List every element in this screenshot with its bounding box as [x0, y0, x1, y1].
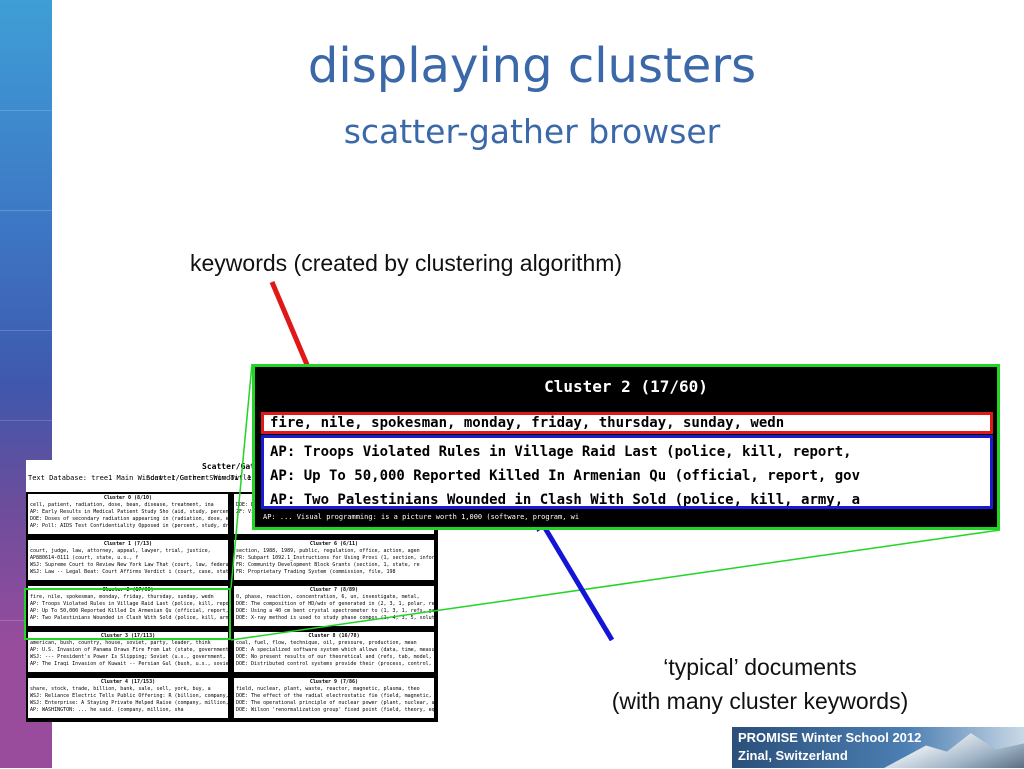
thumbnail-cluster-line: coal, fuel, flow, technique, oil, pressu…	[236, 640, 417, 646]
thumbnail-highlight-box	[24, 588, 231, 640]
thumbnail-cluster-head: Cluster 6 (6/11)	[309, 541, 359, 547]
footer-line1: PROMISE Winter School 2012	[738, 730, 922, 745]
thumbnail-cluster-line: DOE: The effect of the radial electrosta…	[236, 693, 434, 699]
thumbnail-cluster-line: WSJ: Enterprise: A Staying Private Helpe…	[30, 700, 228, 706]
slide-subtitle: scatter-gather browser	[343, 112, 721, 151]
thumbnail-cluster-cell: Cluster 2 (17/60)fire, nile, spokesman, …	[28, 586, 228, 626]
thumbnail-cluster-line: AP: Troops Violated Rules in Village Rai…	[30, 601, 228, 607]
thumbnail-cluster-line: AP880614-0111 (court, state, u.s., f	[30, 555, 139, 561]
thumbnail-cluster-line: DOE: The composition of HD/wds of genera…	[236, 601, 434, 607]
thumbnail-cluster-line: AP: Poll: AIDS Test Confidentiality Oppo…	[30, 523, 228, 529]
thumbnail-cluster-line: DOE: X-ray method is used to study phase…	[236, 615, 434, 621]
thumbnail-cluster-line: AP: Early Results in Medical Patient Stu…	[30, 509, 228, 515]
thumbnail-cluster-line: share, stock, trade, billion, bank, sale…	[30, 686, 211, 692]
thumbnail-cluster-line: AP: The Iraqi Invasion of Kuwait -- Pers…	[30, 661, 228, 667]
sidebar-segment	[0, 210, 52, 331]
thumbnail-cluster-cell: Cluster 7 (8/89)0, phase, reaction, conc…	[234, 586, 434, 626]
thumbnail-cluster-line: 0, phase, reaction, concentration, 6, un…	[236, 594, 420, 600]
thumbnail-cluster-head: Cluster 2 (17/60)	[102, 587, 154, 593]
thumbnail-cluster-cell: Cluster 4 (17/153)share, stock, trade, b…	[28, 678, 228, 718]
thumbnail-cluster-line: AP: Up To 50,000 Reported Killed In Arme…	[30, 608, 228, 614]
keywords-caption: keywords (created by clustering algorith…	[190, 250, 623, 276]
thumbnail-cluster-line: AP: U.S. Invasion of Panama Draws Fire F…	[30, 647, 228, 653]
thumbnail-tabs-text: Scatter/Gather Show Titles Start New	[146, 474, 298, 482]
thumbnail-cluster-cell: Cluster 1 (7/13)court, judge, law, attor…	[28, 540, 228, 580]
documents-caption: ‘typical’ documents (with many cluster k…	[560, 650, 960, 718]
thumbnail-cluster-line: WSJ: --- President's Power Is Slipping; …	[30, 654, 228, 660]
thumbnail-cluster-line: DOE: The operational principle of nuclea…	[236, 700, 434, 706]
footer-badge: PROMISE Winter School 2012 Zinal, Switze…	[732, 727, 1024, 768]
thumbnail-cluster-line: AP: WASHINGTON: ... he said. (company, m…	[30, 707, 184, 713]
thumbnail-cluster-line: AP: Two Palestinians Wounded in Clash Wi…	[30, 615, 228, 621]
documents-caption-line2: (with many cluster keywords)	[611, 688, 909, 714]
sidebar-segment	[0, 110, 52, 211]
cluster-keywords: fire, nile, spokesman, monday, friday, t…	[261, 412, 993, 434]
thumbnail-cluster-line: FR: Proprietary Trading System (commissi…	[236, 569, 396, 575]
thumbnail-cluster-line: fire, nile, spokesman, monday, friday, t…	[30, 594, 214, 600]
thumbnail-cluster-line: DOE: A specialized software system which…	[236, 647, 434, 653]
thumbnail-cluster-line: american, bush, country, house, soviet, …	[30, 640, 211, 646]
thumbnail-menu-text: Text Database: tree1 Main Window: 1 Curr…	[28, 474, 252, 482]
thumbnail-cluster-line: DOE: Wilson 'renormalization group' fixe…	[236, 707, 434, 713]
thumbnail-cluster-head: Cluster 1 (7/13)	[103, 541, 153, 547]
zoomed-cluster-panel: Cluster 2 (17/60) fire, nile, spokesman,…	[252, 364, 1000, 530]
footer-line2: Zinal, Switzerland	[738, 748, 848, 763]
typical-documents: AP: Troops Violated Rules in Village Rai…	[261, 435, 993, 509]
zoom-overflow-text: AP: ... Visual programming: is a picture…	[263, 513, 580, 521]
thumbnail-cluster-line: FR: Subpart 1092.1_Instructions for Usin…	[236, 555, 434, 561]
thumbnail-cluster-cell: Cluster 8 (16/78)coal, fuel, flow, techn…	[234, 632, 434, 672]
thumbnail-cluster-line: DOE: Distributed control systems provide…	[236, 661, 434, 667]
thumbnail-cluster-cell: Cluster 9 (7/86)field, nuclear, plant, w…	[234, 678, 434, 718]
thumbnail-cluster-line: court, judge, law, attorney, appeal, law…	[30, 548, 211, 554]
thumbnail-cluster-line: WSJ: Supreme Court to Review New York La…	[30, 562, 228, 568]
sidebar-segment	[0, 330, 52, 421]
thumbnail-cluster-line: field, nuclear, plant, waste, reactor, m…	[236, 686, 420, 692]
sidebar-segment	[0, 420, 52, 621]
thumbnail-cluster-head: Cluster 3 (17/113)	[100, 633, 156, 639]
thumbnail-cluster-head: Cluster 7 (8/89)	[309, 587, 359, 593]
thumbnail-cluster-cell: Cluster 6 (6/11)section, 1988, 1989, pub…	[234, 540, 434, 580]
thumbnail-cluster-line: DOE: No present results of our theoretic…	[236, 654, 434, 660]
slide-title: displaying clusters	[307, 38, 757, 94]
thumbnail-cluster-head: Cluster 0 (8/10)	[103, 495, 153, 501]
document-row: AP: Two Palestinians Wounded in Clash Wi…	[270, 492, 861, 508]
thumbnail-cluster-cell: Cluster 0 (8/10)cell, patient, radiation…	[28, 494, 228, 534]
thumbnail-cluster-line: DOE: Doses of secondary radiation appear…	[30, 516, 228, 522]
thumbnail-cluster-line: section, 1988, 1989, public, regulation,…	[236, 548, 420, 554]
thumbnail-cluster-line: WSJ: Law -- Legal Beat: Court Affirms Ve…	[30, 569, 228, 575]
thumbnail-cluster-line: WSJ: Reliance Electric Tells Public Offe…	[30, 693, 228, 699]
cluster-title: Cluster 2 (17/60)	[544, 377, 708, 396]
thumbnail-cluster-head: Cluster 9 (7/86)	[309, 679, 359, 685]
document-row: AP: Troops Violated Rules in Village Rai…	[270, 444, 852, 460]
document-row: AP: Up To 50,000 Reported Killed In Arme…	[270, 468, 861, 484]
documents-arrow-shaft	[542, 526, 615, 642]
thumbnail-cluster-head: Cluster 8 (16/78)	[308, 633, 360, 639]
thumbnail-cluster-line: DOE: Using a 40 cm bent crystal spectrom…	[236, 608, 434, 614]
thumbnail-cluster-line: cell, patient, radiation, dose, bean, di…	[30, 502, 214, 508]
documents-caption-line1: ‘typical’ documents	[663, 654, 857, 680]
thumbnail-cluster-line: FR: Community Development Block Grants (…	[236, 562, 420, 568]
thumbnail-cluster-head: Cluster 4 (17/153)	[100, 679, 156, 685]
